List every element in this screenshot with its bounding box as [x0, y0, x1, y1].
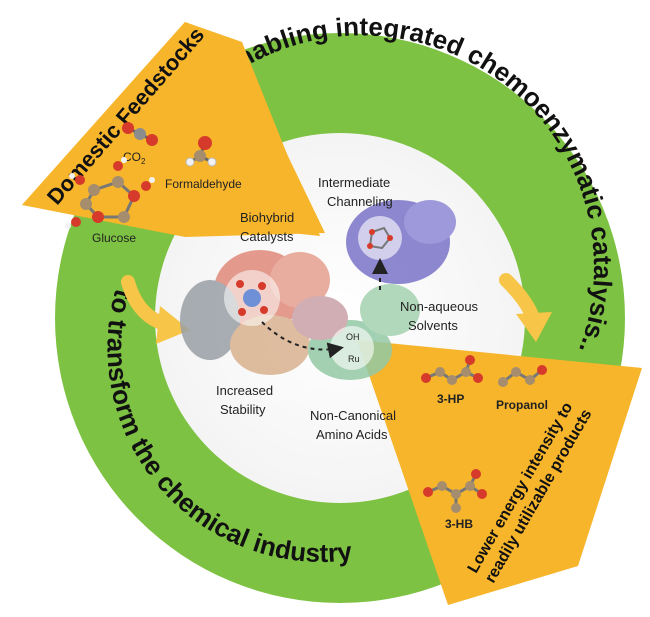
intermediate-channeling-label: Intermediate Channeling	[318, 175, 394, 209]
products-arrow-head	[516, 312, 552, 342]
glucose-label: Glucose	[92, 231, 136, 245]
biohybrid-molecule	[236, 280, 268, 316]
propanol-label: Propanol	[496, 398, 548, 412]
formaldehyde-molecule	[185, 136, 217, 167]
protein-tan	[230, 315, 310, 375]
formaldehyde-label: Formaldehyde	[165, 177, 242, 191]
propanol-molecule	[498, 365, 547, 387]
oh-label: OH	[346, 332, 360, 342]
co2-label: CO2	[123, 150, 146, 166]
feedstock-wedge-inner	[22, 22, 320, 236]
non-canonical-amino-acids-label: Non-Canonical Amino Acids	[310, 408, 400, 442]
increased-stability-label: Increased Stability	[216, 383, 277, 417]
3hp-molecule	[421, 355, 483, 385]
products-wedge	[357, 340, 642, 605]
channel-highlight	[358, 216, 402, 260]
3hp-label: 3-HP	[437, 392, 464, 406]
co2-molecule	[122, 122, 158, 146]
feedstock-arrow-head	[156, 306, 190, 344]
3hb-molecule	[423, 469, 487, 513]
biohybrid-catalysts-label: Biohybrid Catalysts	[240, 210, 298, 244]
ru-label: Ru	[348, 354, 360, 364]
glucose-molecule	[65, 157, 155, 229]
channel-molecule	[367, 226, 393, 250]
non-aqueous-solvents-label: Non-aqueous Solvents	[400, 299, 482, 333]
ru-highlight	[330, 326, 374, 370]
3hb-label: 3-HB	[445, 517, 473, 531]
channel-path-arrow	[261, 321, 344, 359]
